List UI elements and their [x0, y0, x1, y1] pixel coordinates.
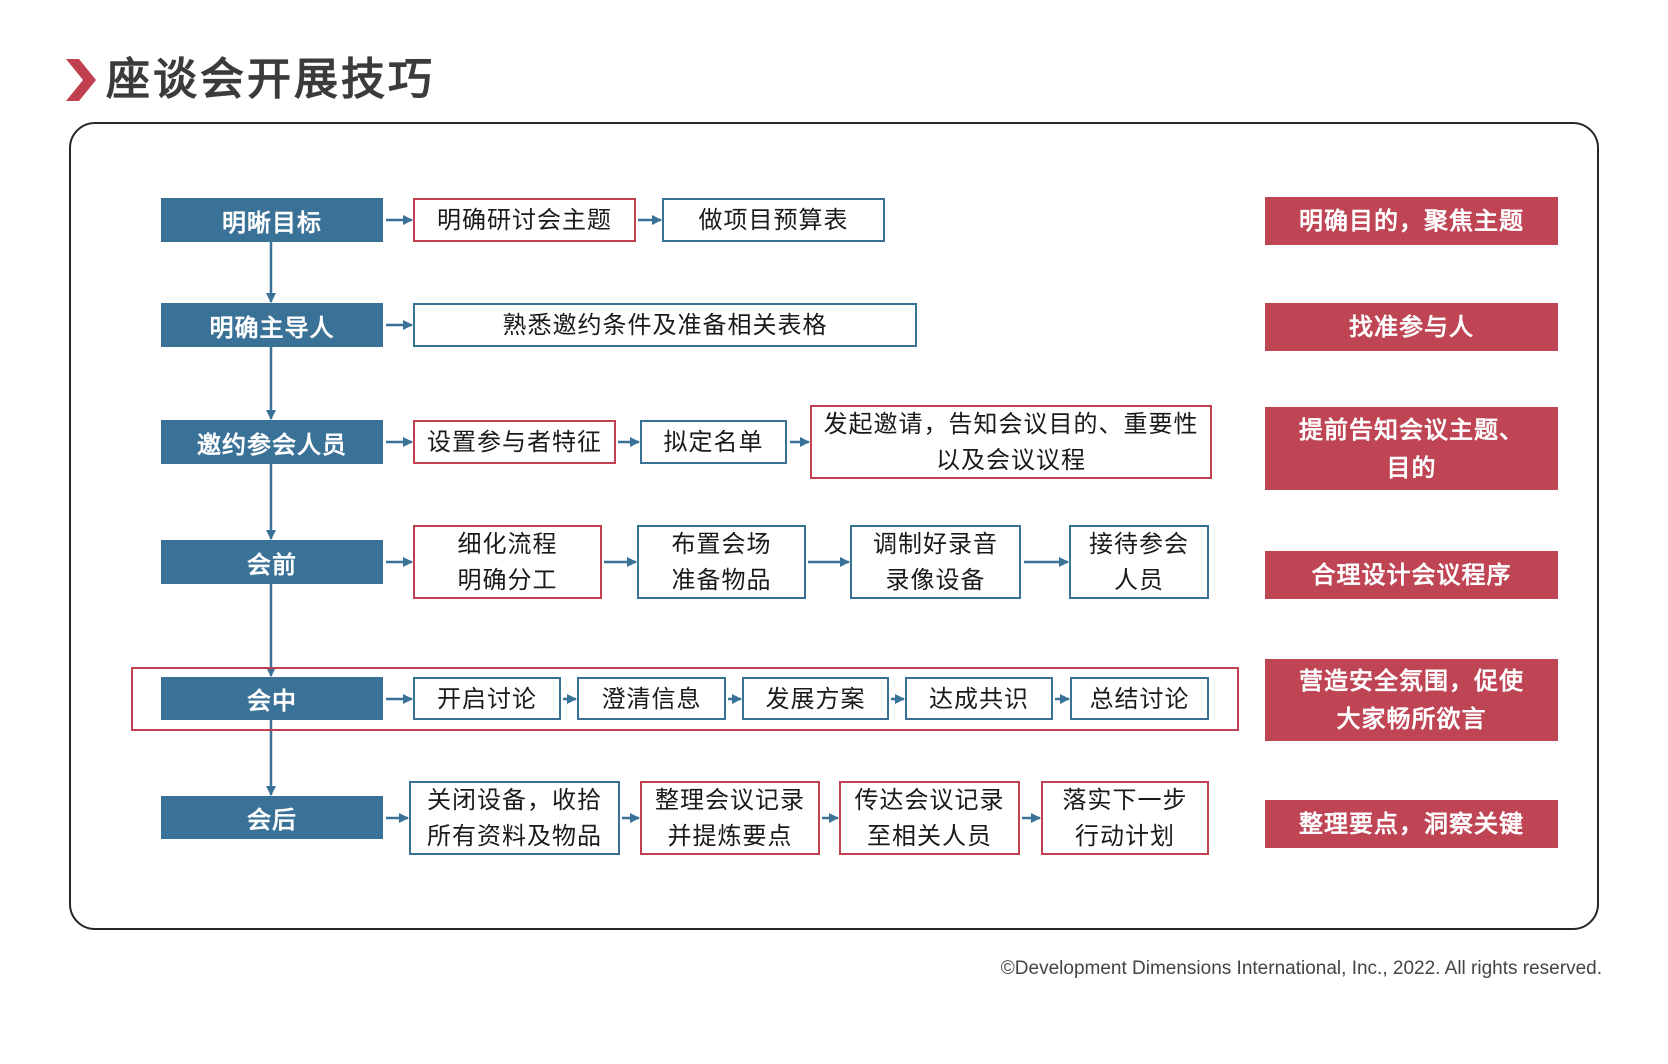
stage-box: 明确主导人: [161, 303, 383, 347]
step-box: 熟悉邀约条件及准备相关表格: [413, 303, 917, 347]
step-box: 关闭设备，收拾所有资料及物品: [409, 781, 620, 855]
step-box: 细化流程明确分工: [413, 525, 602, 599]
step-box: 拟定名单: [640, 420, 787, 464]
step-box: 调制好录音录像设备: [850, 525, 1021, 599]
step-text: 发起邀请，告知会议目的、重要性: [823, 410, 1199, 438]
step-text: 细化流程: [457, 530, 558, 558]
highlight-frame: [131, 667, 1239, 731]
step-text: 所有资料及物品: [427, 822, 602, 850]
step-text: 拟定名单: [663, 428, 764, 456]
step-box: 落实下一步行动计划: [1041, 781, 1209, 855]
step-text: 明确研讨会主题: [437, 206, 612, 234]
diagram-panel: [69, 122, 1599, 930]
step-box: 做项目预算表: [662, 198, 885, 242]
step-text: 行动计划: [1075, 822, 1175, 850]
step-box: 澄清信息: [577, 677, 726, 720]
step-text: 调制好录音: [873, 530, 998, 558]
step-text: 整理会议记录: [655, 786, 805, 814]
step-text: 开启讨论: [437, 684, 537, 713]
summary-text: 明确目的，聚焦主题: [1299, 207, 1524, 235]
step-text: 熟悉邀约条件及准备相关表格: [502, 311, 828, 339]
step-text: 落实下一步: [1062, 786, 1188, 814]
stage-box: 明晰目标: [161, 198, 383, 242]
step-text: 总结讨论: [1089, 684, 1190, 713]
step-text: 设置参与者特征: [427, 428, 602, 456]
summary-box: 整理要点，洞察关键: [1265, 800, 1558, 848]
step-text: 并提炼要点: [667, 822, 793, 850]
step-box: 发起邀请，告知会议目的、重要性以及会议议程: [810, 405, 1212, 479]
step-box: 达成共识: [905, 677, 1053, 720]
step-box: 整理会议记录并提炼要点: [640, 781, 820, 855]
step-text: 做项目预算表: [698, 206, 849, 234]
page-title: 座谈会开展技巧: [106, 54, 435, 105]
summary-box: 提前告知会议主题、目的: [1265, 407, 1558, 490]
step-box: 接待参会人员: [1069, 525, 1209, 599]
step-text: 澄清信息: [601, 684, 702, 713]
summary-box: 合理设计会议程序: [1265, 551, 1558, 599]
stage-box: 会前: [161, 540, 383, 584]
copyright-footer: ©Development Dimensions International, I…: [1000, 958, 1602, 979]
step-text: 关闭设备，收拾: [427, 786, 602, 814]
title-chevron-icon: [66, 59, 96, 101]
summary-text: 大家畅所欲言: [1336, 705, 1487, 733]
stage-box: 邀约参会人员: [161, 420, 383, 464]
step-box: 开启讨论: [413, 677, 561, 720]
step-text: 布置会场: [671, 530, 772, 558]
step-box: 布置会场准备物品: [637, 525, 806, 599]
step-text: 明确分工: [457, 566, 558, 594]
step-box: 明确研讨会主题: [413, 198, 636, 242]
step-text: 接待参会: [1089, 530, 1189, 558]
summary-text: 提前告知会议主题、: [1299, 415, 1524, 444]
step-text: 至相关人员: [867, 822, 992, 850]
step-text: 发展方案: [765, 684, 866, 713]
step-box: 传达会议记录至相关人员: [839, 781, 1020, 855]
summary-text: 合理设计会议程序: [1311, 561, 1512, 589]
summary-box: 明确目的，聚焦主题: [1265, 197, 1558, 245]
stage-box: 会后: [161, 796, 383, 839]
summary-text: 营造安全氛围，促使: [1299, 667, 1524, 695]
step-text: 录像设备: [885, 566, 986, 594]
summary-box: 营造安全氛围，促使大家畅所欲言: [1265, 659, 1558, 741]
summary-text: 找准参与人: [1349, 313, 1474, 341]
step-box: 发展方案: [742, 677, 889, 720]
step-text: 人员: [1114, 566, 1164, 594]
step-text: 达成共识: [929, 684, 1029, 713]
summary-box: 找准参与人: [1265, 303, 1558, 351]
summary-text: 整理要点，洞察关键: [1299, 810, 1524, 838]
step-box: 总结讨论: [1070, 677, 1209, 720]
stage-box: 会中: [161, 677, 383, 720]
step-text: 传达会议记录: [854, 786, 1005, 814]
step-text: 以及会议议程: [936, 446, 1086, 474]
step-box: 设置参与者特征: [413, 420, 616, 464]
summary-text: 目的: [1386, 453, 1437, 482]
step-text: 准备物品: [671, 566, 772, 594]
